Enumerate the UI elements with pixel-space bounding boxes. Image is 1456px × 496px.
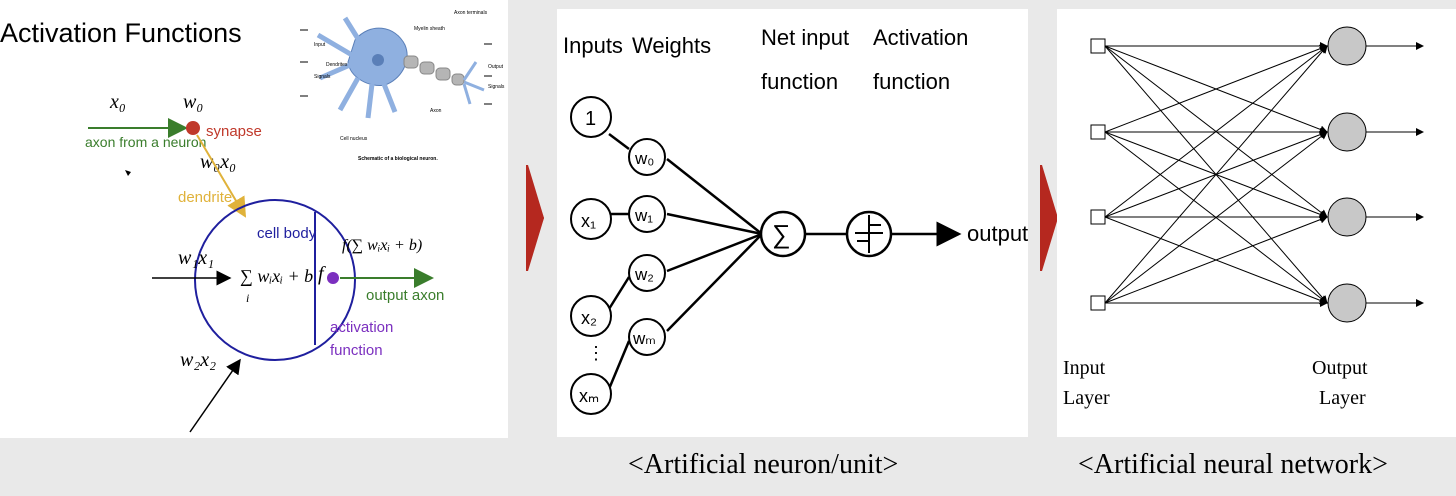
output-layer-label-1: Output bbox=[1312, 357, 1368, 379]
svg-text:Output: Output bbox=[488, 64, 504, 70]
artificial-neuron-caption: <Artificial neuron/unit> bbox=[628, 449, 899, 480]
f-output-expression: f(∑ wᵢxᵢ + b) bbox=[342, 237, 422, 254]
w0-label: w₀ bbox=[183, 91, 203, 113]
neural-network-diagram: Input Layer Output Layer bbox=[1063, 26, 1424, 409]
dendrite-label: dendrite bbox=[178, 189, 232, 206]
artificial-neuron-diagram: Inputs Weights Net input function Activa… bbox=[563, 25, 1028, 415]
input-layer-label-1: Input bbox=[1063, 357, 1106, 379]
network-output-nodes bbox=[1327, 26, 1424, 323]
axon-from-neuron-label: axon from a neuron bbox=[85, 134, 206, 150]
step-function-icon bbox=[855, 215, 883, 253]
network-edge bbox=[1104, 44, 1328, 133]
weight-nodes: w₀ w₁ w₂ wₘ bbox=[628, 138, 666, 356]
inputs-header: Inputs bbox=[563, 33, 623, 58]
input-xm: xₘ bbox=[579, 386, 599, 406]
panel-title: Activation Functions bbox=[0, 18, 242, 48]
output-node bbox=[1327, 283, 1367, 323]
sum-subscript: i bbox=[246, 291, 249, 305]
net-input-header: Net input bbox=[761, 25, 849, 50]
output-layer-label-2: Layer bbox=[1319, 387, 1366, 409]
w2x2-label: w₂x₂ bbox=[180, 349, 216, 371]
svg-text:Axon terminals: Axon terminals bbox=[454, 10, 488, 16]
input-1: 1 bbox=[585, 108, 596, 130]
sum-node bbox=[759, 210, 807, 258]
network-edge bbox=[1104, 45, 1328, 218]
synapse-label: synapse bbox=[206, 123, 262, 140]
output-axon-label: output axon bbox=[366, 287, 444, 304]
svg-text:Cell nucleus: Cell nucleus bbox=[340, 136, 368, 142]
f-label: f bbox=[318, 263, 326, 285]
right-arrow-1-icon bbox=[526, 165, 544, 271]
input-layer-label-2: Layer bbox=[1063, 387, 1110, 409]
weight-w0: w₀ bbox=[634, 149, 654, 168]
w1x1-label: w₁x₁ bbox=[178, 247, 214, 269]
weight-wm: wₘ bbox=[632, 329, 656, 348]
svg-text:Input: Input bbox=[314, 42, 326, 48]
inset-signal-arrows bbox=[300, 29, 492, 105]
biological-neuron-panel: Activation Functions Input Signals Dendr… bbox=[0, 0, 508, 438]
input-x1: x₁ bbox=[581, 211, 596, 231]
network-edge bbox=[1104, 45, 1328, 304]
activation-dot bbox=[327, 272, 339, 284]
network-input-nodes bbox=[1090, 38, 1106, 311]
input-node bbox=[1090, 124, 1106, 140]
svg-text:Myelin sheath: Myelin sheath bbox=[414, 26, 445, 32]
input-node bbox=[1090, 209, 1106, 225]
svg-text:Dendrites: Dendrites bbox=[326, 62, 348, 68]
dendrite-line bbox=[196, 134, 247, 218]
svg-text:Signals: Signals bbox=[314, 74, 331, 80]
sum-symbol: ∑ bbox=[772, 219, 791, 249]
function-label: function bbox=[330, 342, 383, 359]
activation-label: activation bbox=[330, 319, 393, 336]
dendrites-shape bbox=[316, 16, 398, 119]
weight-w2: w₂ bbox=[634, 265, 654, 284]
svg-text:Axon: Axon bbox=[430, 108, 442, 114]
network-edge bbox=[1104, 131, 1328, 304]
inset-caption: Schematic of a biological neuron. bbox=[358, 156, 438, 162]
input-node bbox=[1090, 38, 1106, 54]
activation-header: Activation bbox=[873, 25, 968, 50]
input-nodes: 1 x₁ x₂ xₘ ⋮ bbox=[570, 96, 612, 415]
bio-neuron-inset: Input Signals Dendrites Cell nucleus Mye… bbox=[300, 10, 505, 162]
output-node bbox=[1327, 26, 1367, 66]
synapse-dot bbox=[186, 121, 200, 135]
cell-body-label: cell body bbox=[257, 225, 317, 242]
biological-neuron-diagram: Activation Functions Input Signals Dendr… bbox=[0, 10, 505, 433]
net-input-header-2: function bbox=[761, 69, 838, 94]
svg-text:Signals: Signals bbox=[488, 84, 505, 90]
ellipsis-dots: ⋮ bbox=[587, 343, 605, 363]
weight-w1: w₁ bbox=[634, 206, 653, 225]
artificial-network-caption: <Artificial neural network> bbox=[1078, 449, 1388, 480]
w2x2-input-line bbox=[189, 358, 241, 433]
activation-header-2: function bbox=[873, 69, 950, 94]
cursor-mark bbox=[125, 170, 131, 176]
output-node bbox=[1327, 197, 1367, 237]
network-edge bbox=[1104, 215, 1328, 304]
axon-terminals-shape bbox=[462, 61, 485, 105]
output-node bbox=[1327, 112, 1367, 152]
artificial-neuron-panel: Inputs Weights Net input function Activa… bbox=[557, 9, 1028, 437]
input-node bbox=[1090, 295, 1106, 311]
network-connections bbox=[1104, 42, 1328, 307]
output-label: output bbox=[967, 221, 1028, 246]
neural-network-panel: Input Layer Output Layer bbox=[1057, 9, 1456, 437]
sum-expression: ∑ wᵢxᵢ + b bbox=[240, 266, 313, 286]
right-arrow-2-icon bbox=[1040, 165, 1058, 271]
input-x2: x₂ bbox=[581, 308, 597, 328]
weights-header: Weights bbox=[632, 33, 711, 58]
myelin-sheath-shape bbox=[403, 55, 465, 86]
nucleus-shape bbox=[372, 54, 384, 66]
x0-label: x₀ bbox=[109, 91, 126, 113]
cell-body-circle bbox=[194, 199, 356, 361]
connection-lines bbox=[607, 133, 847, 390]
